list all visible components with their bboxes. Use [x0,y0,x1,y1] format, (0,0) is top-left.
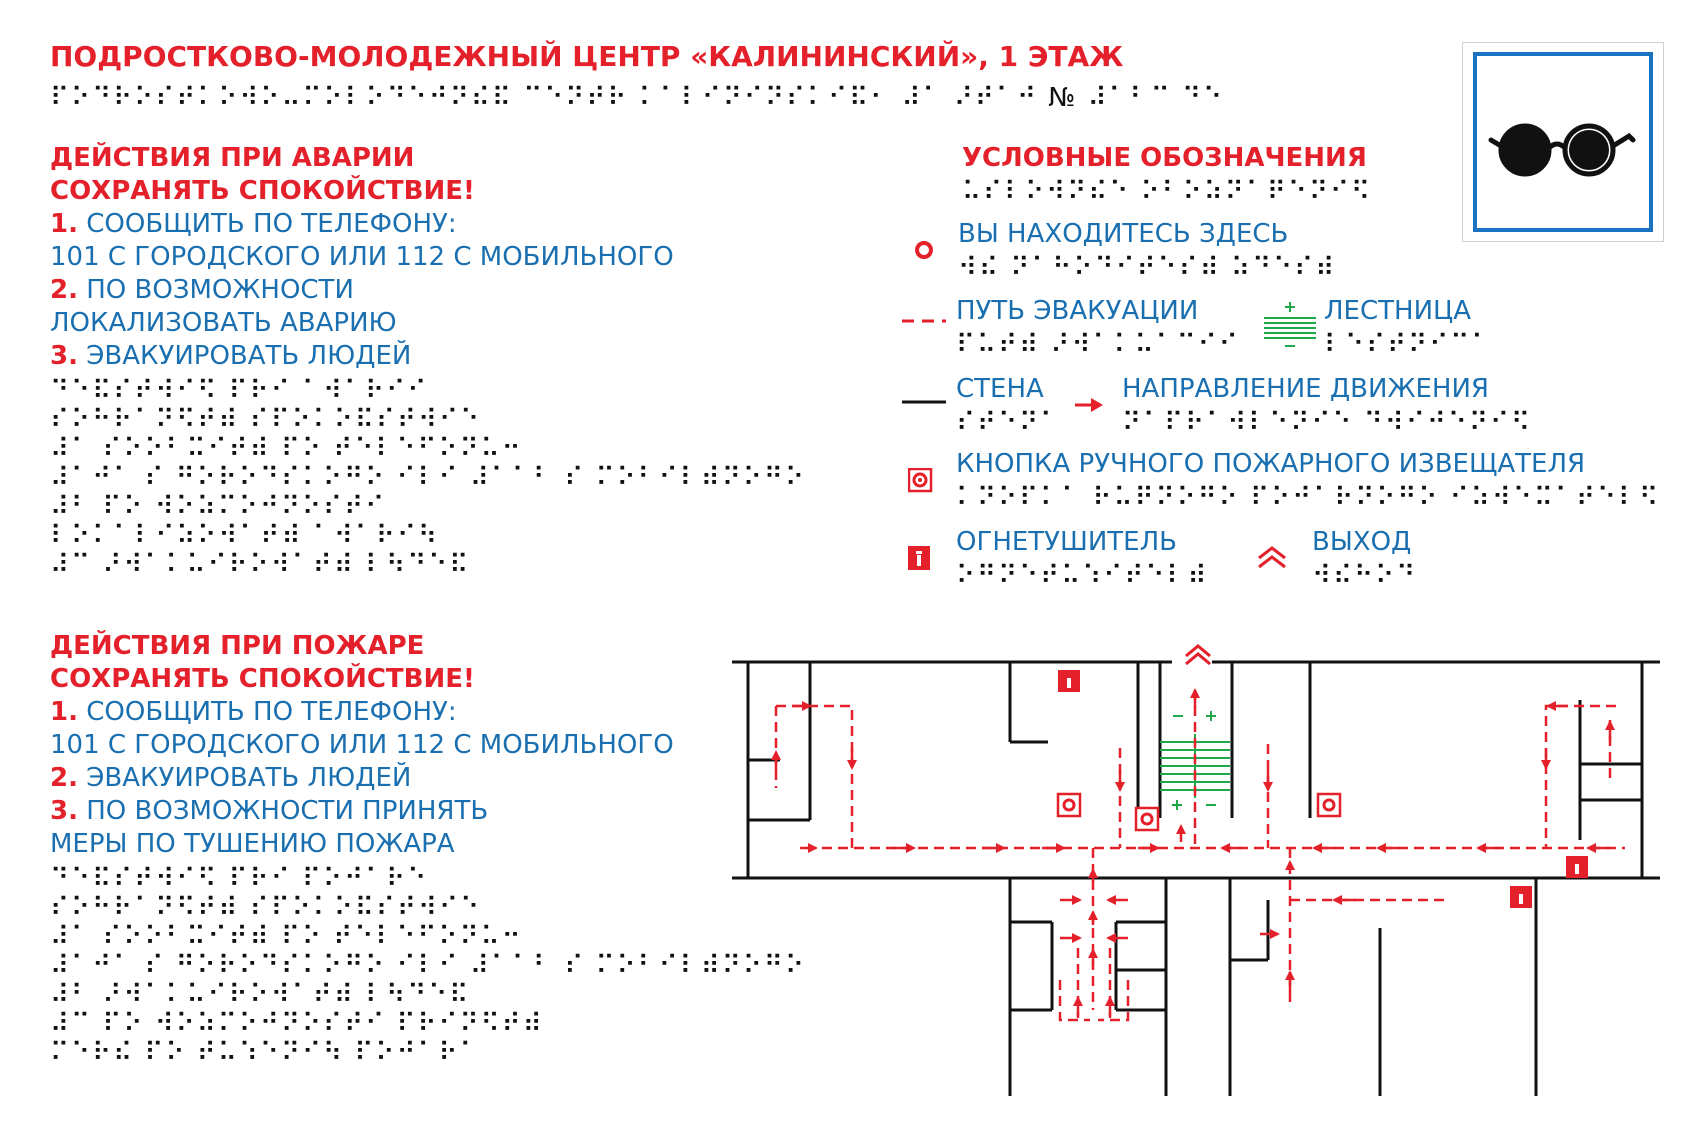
accident-phone: 101 С ГОРОДСКОГО ИЛИ 112 С МОБИЛЬНОГО [50,242,674,272]
braille-line: ⠍⠑⠗⠮ ⠏⠕ ⠞⠥⠱⠑⠝⠊⠳ ⠏⠕⠚⠁⠗⠁ [50,1038,481,1068]
accident-step-2: 2. ПО ВОЗМОЖНОСТИ [50,274,806,307]
evac-route-icon [902,319,946,323]
direction-arrows [771,688,1615,1016]
step-number: 1. [50,209,78,239]
step-number: 3. [50,341,78,371]
accident-instructions: ДЕЙСТВИЯ ПРИ АВАРИИ СОХРАНЯТЬ СПОКОЙСТВИ… [50,142,806,580]
legend-stairs-braille: ⠇⠑⠎⠞⠝⠊⠉⠁ [1324,330,1493,360]
step-number: 3. [50,796,78,826]
fire-step-3-cont: МЕРЫ ПО ТУШЕНИЮ ПОЖАРА [50,829,455,859]
step-number: 2. [50,763,78,793]
legend-exit: ВЫХОД [1312,527,1412,557]
braille-line: ⠼⠃ ⠏⠕ ⠺⠕⠵⠍⠕⠚⠝⠕⠎⠞⠊ [50,492,387,522]
fire-step-2: 2. ЭВАКУИРОВАТЬ ЛЮДЕЙ [50,762,806,795]
sign-frame [1473,52,1653,232]
legend-extinguisher: ОГНЕТУШИТЕЛЬ [956,527,1177,557]
legend-alarm-button-braille: ⠅⠝⠕⠏⠅⠁ ⠗⠥⠟⠝⠕⠛⠕ ⠏⠕⠚⠁⠗⠝⠕⠛⠕ ⠊⠵⠺⠑⠭⠁⠞⠑⠇⠫ [956,483,1661,513]
legend-heading: УСЛОВНЫЕ ОБОЗНАЧЕНИЯ [962,143,1367,173]
step-text: ЭВАКУИРОВАТЬ ЛЮДЕЙ [86,341,412,371]
step-text: ЭВАКУИРОВАТЬ ЛЮДЕЙ [86,763,412,793]
accident-step-2-cont: ЛОКАЛИЗОВАТЬ АВАРИЮ [50,308,397,338]
braille-line: ⠼⠁ ⠎⠕⠕⠃⠭⠊⠞⠾ ⠏⠕ ⠞⠑⠇⠑⠋⠕⠝⠥⠒ [50,922,523,952]
fire-instructions: ДЕЙСТВИЯ ПРИ ПОЖАРЕ СОХРАНЯТЬ СПОКОЙСТВИ… [50,630,806,1068]
fire-step-1: 1. СООБЩИТЬ ПО ТЕЛЕФОНУ: [50,696,806,729]
page-title: ПОДРОСТКОВО-МОЛОДЕЖНЫЙ ЦЕНТР «КАЛИНИНСКИ… [50,40,1124,73]
braille-line: ⠼⠁⠚⠁ ⠎ ⠛⠕⠗⠕⠙⠎⠅⠕⠛⠕ ⠊⠇⠊ ⠼⠁⠁⠃ ⠎ ⠍⠕⠃⠊⠇⠾⠝⠕⠛⠕ [50,951,807,981]
legend-wall-braille: ⠎⠞⠑⠝⠁ [956,408,1062,438]
step-text: ПО ВОЗМОЖНОСТИ ПРИНЯТЬ [86,796,489,826]
alarm-button-icon [908,468,933,493]
legend-you-are-here: ВЫ НАХОДИТЕСЬ ЗДЕСЬ [958,219,1289,249]
glasses-icon [1488,123,1636,177]
fire-braille: ⠙⠑⠯⠎⠞⠺⠊⠫ ⠏⠗⠊ ⠏⠕⠚⠁⠗⠑ ⠎⠕⠓⠗⠁⠝⠫⠞⠾ ⠎⠏⠕⠅⠕⠯⠎⠞⠺⠊… [50,865,806,1068]
fire-heading: ДЕЙСТВИЯ ПРИ ПОЖАРЕ [50,631,425,661]
legend-evac-route-braille: ⠏⠥⠞⠾ ⠜⠺⠁⠅⠥⠁⠉⠊⠊ [956,330,1240,360]
exit-chevron-icon [1258,546,1286,569]
step-text: ПО ВОЗМОЖНОСТИ [86,275,354,305]
braille-line: ⠼⠉ ⠏⠕ ⠺⠕⠵⠍⠕⠚⠝⠕⠎⠞⠊ ⠏⠗⠊⠝⠫⠞⠾ [50,1009,544,1039]
braille-line: ⠼⠃ ⠜⠺⠁⠅⠥⠊⠗⠕⠺⠁⠞⠾ ⠇⠳⠙⠑⠯ [50,980,471,1010]
legend-heading-braille: ⠥⠎⠇⠕⠺⠝⠮⠑ ⠕⠃⠕⠵⠝⠁⠟⠑⠝⠊⠫ [962,177,1373,207]
legend-stairs: ЛЕСТНИЦА [1324,296,1471,326]
walls [732,660,1660,1096]
braille-line: ⠼⠁ ⠎⠕⠕⠃⠭⠊⠞⠾ ⠏⠕ ⠞⠑⠇⠑⠋⠕⠝⠥⠒ [50,434,523,464]
legend-wall: СТЕНА [956,374,1044,404]
title-braille-number: ⠼⠁⠃⠉ ⠙⠑ [1087,83,1225,113]
target-circle-icon [915,241,933,259]
arrow-right-icon [1075,398,1103,412]
wall-icon [902,400,946,404]
exit-chevron-icon [1185,644,1211,666]
legend-extinguisher-braille: ⠕⠛⠝⠑⠞⠥⠱⠊⠞⠑⠇⠾ [956,561,1209,591]
accident-heading: ДЕЙСТВИЯ ПРИ АВАРИИ [50,143,415,173]
title-braille-text: ⠏⠕⠙⠗⠕⠎⠞⠅⠕⠺⠕⠤⠍⠕⠇⠕⠙⠑⠚⠝⠮⠯ ⠉⠑⠝⠞⠗ ⠅⠁⠇⠊⠝⠊⠝⠎⠅⠊⠯… [50,83,1038,113]
braille-line: ⠙⠑⠯⠎⠞⠺⠊⠫ ⠏⠗⠊ ⠁⠺⠁⠗⠊⠊ [50,376,429,406]
legend-evac-route: ПУТЬ ЭВАКУАЦИИ [956,296,1199,326]
stairs-icon [1264,302,1316,347]
braille-line: ⠇⠕⠅⠁⠇⠊⠵⠕⠺⠁⠞⠾ ⠁⠺⠁⠗⠊⠳ [50,521,440,551]
step-number: 2. [50,275,78,305]
visually-impaired-sign [1462,42,1664,242]
accident-braille: ⠙⠑⠯⠎⠞⠺⠊⠫ ⠏⠗⠊ ⠁⠺⠁⠗⠊⠊ ⠎⠕⠓⠗⠁⠝⠫⠞⠾ ⠎⠏⠕⠅⠕⠯⠎⠞⠺⠊… [50,377,806,580]
braille-line: ⠙⠑⠯⠎⠞⠺⠊⠫ ⠏⠗⠊ ⠏⠕⠚⠁⠗⠑ [50,864,429,894]
legend-direction: НАПРАВЛЕНИЕ ДВИЖЕНИЯ [1122,374,1489,404]
alarm-button-icon [1056,792,1342,832]
fire-calm: СОХРАНЯТЬ СПОКОЙСТВИЕ! [50,664,475,694]
legend-exit-braille: ⠺⠮⠓⠕⠙ [1312,561,1418,591]
fire-step-3: 3. ПО ВОЗМОЖНОСТИ ПРИНЯТЬ [50,795,806,828]
braille-line: ⠼⠉ ⠜⠺⠁⠅⠥⠊⠗⠕⠺⠁⠞⠾ ⠇⠳⠙⠑⠯ [50,550,471,580]
extinguisher-icon [908,546,930,570]
evac-routes [774,690,1625,1022]
step-text: СООБЩИТЬ ПО ТЕЛЕФОНУ: [86,697,457,727]
accident-step-1: 1. СООБЩИТЬ ПО ТЕЛЕФОНУ: [50,208,806,241]
braille-line: ⠎⠕⠓⠗⠁⠝⠫⠞⠾ ⠎⠏⠕⠅⠕⠯⠎⠞⠺⠊⠑ [50,893,482,923]
step-number: 1. [50,697,78,727]
legend-direction-braille: ⠝⠁⠏⠗⠁⠺⠇⠑⠝⠊⠑ ⠙⠺⠊⠚⠑⠝⠊⠫ [1122,408,1533,438]
fire-phone: 101 С ГОРОДСКОГО ИЛИ 112 С МОБИЛЬНОГО [50,730,674,760]
number-sign: № [1048,83,1078,113]
extinguisher-icon [1058,670,1588,908]
braille-line: ⠼⠁⠚⠁ ⠎ ⠛⠕⠗⠕⠙⠎⠅⠕⠛⠕ ⠊⠇⠊ ⠼⠁⠁⠃ ⠎ ⠍⠕⠃⠊⠇⠾⠝⠕⠛⠕ [50,463,807,493]
step-text: СООБЩИТЬ ПО ТЕЛЕФОНУ: [86,209,457,239]
title-braille: ⠏⠕⠙⠗⠕⠎⠞⠅⠕⠺⠕⠤⠍⠕⠇⠕⠙⠑⠚⠝⠮⠯ ⠉⠑⠝⠞⠗ ⠅⠁⠇⠊⠝⠊⠝⠎⠅⠊⠯… [50,84,1224,113]
accident-calm: СОХРАНЯТЬ СПОКОЙСТВИЕ! [50,176,475,206]
accident-step-3: 3. ЭВАКУИРОВАТЬ ЛЮДЕЙ [50,340,806,373]
legend-you-are-here-braille: ⠺⠮ ⠝⠁⠓⠕⠙⠊⠞⠑⠎⠾ ⠵⠙⠑⠎⠾ [958,253,1337,283]
legend-alarm-button: КНОПКА РУЧНОГО ПОЖАРНОГО ИЗВЕЩАТЕЛЯ [956,449,1586,479]
braille-line: ⠎⠕⠓⠗⠁⠝⠫⠞⠾ ⠎⠏⠕⠅⠕⠯⠎⠞⠺⠊⠑ [50,405,482,435]
